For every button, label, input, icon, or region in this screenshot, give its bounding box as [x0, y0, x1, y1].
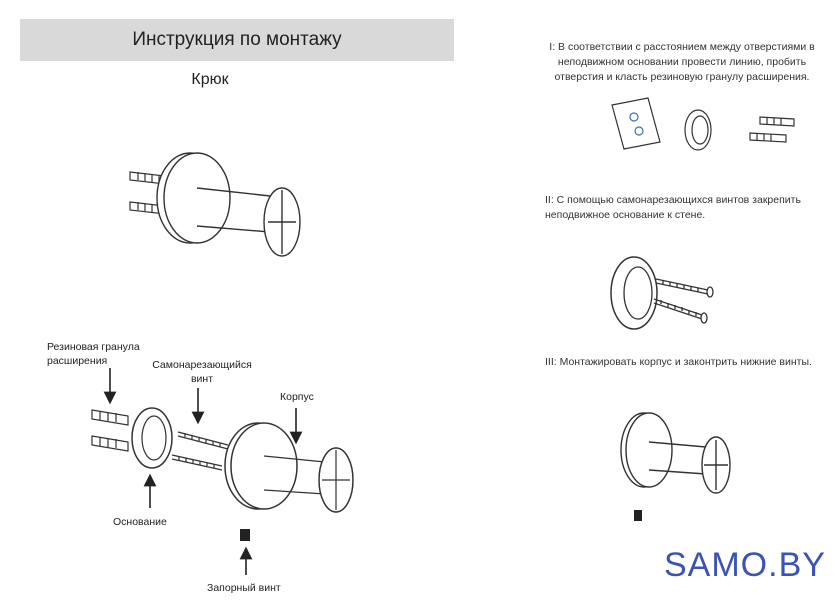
step-1-illustration	[611, 97, 795, 151]
hook-assembled-illustration	[129, 152, 301, 257]
hook-exploded-illustration	[91, 407, 354, 541]
step-2-text: II: С помощью самонарезающихся винтов за…	[545, 194, 801, 221]
step-1-text: I: В соответствии с расстоянием между от…	[549, 41, 815, 83]
label-base: Основание	[113, 516, 167, 528]
step-2-illustration	[610, 256, 714, 330]
label-body: Корпус	[280, 391, 314, 403]
header-bar	[20, 19, 454, 61]
brand-logo: SAMO.BY	[664, 546, 826, 584]
label-rubber-granule: Резиновая гранула расширения	[47, 341, 140, 367]
step-3-text: III: Монтажировать корпус и законтрить н…	[545, 356, 812, 368]
label-self-tapping-screw: Самонарезающийся винт	[152, 359, 252, 385]
page-title: Инструкция по монтажу	[132, 29, 342, 50]
label-arrows	[103, 368, 303, 575]
step-3-illustration	[620, 412, 731, 521]
label-lock-screw: Запорный винт	[207, 582, 281, 594]
product-subtitle: Крюк	[191, 71, 229, 88]
